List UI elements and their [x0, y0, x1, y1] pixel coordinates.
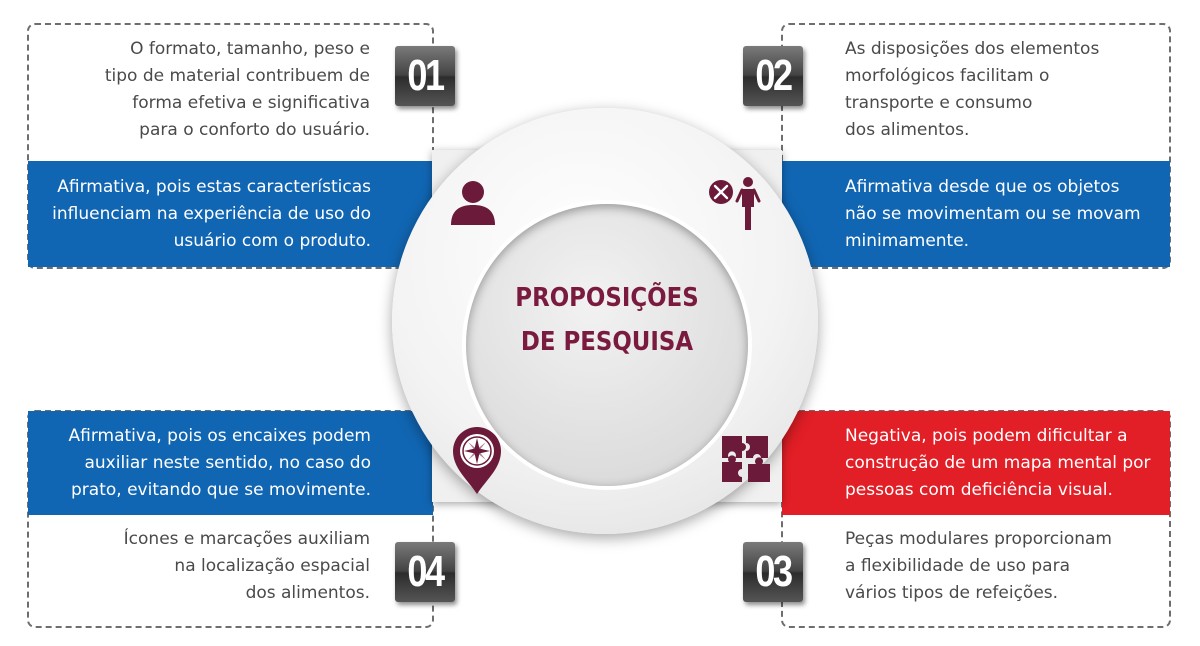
number-01: 01: [407, 51, 445, 100]
answer-01-line: influenciam na experiência de uso do: [52, 204, 371, 224]
center-title-line: DE PESQUISA: [520, 327, 694, 357]
center-title-line: PROPOSIÇÕES: [515, 283, 699, 313]
answer-01-line: Afirmativa, pois estas características: [57, 177, 371, 197]
proposition-01-line: para o conforto do usuário.: [139, 120, 370, 140]
proposition-02: As disposições dos elementos morfológico…: [845, 36, 1155, 144]
number-tile-bg: [395, 46, 455, 106]
answer-04-line: prato, evitando que se movimente.: [71, 480, 371, 500]
utensils-person-icon: [709, 177, 761, 230]
proposition-02-line: transporte e consumo: [845, 93, 1033, 113]
number-tile-04: 04: [395, 542, 455, 602]
number-tile-01: 01: [395, 46, 455, 106]
number-04: 04: [407, 547, 445, 596]
number-02: 02: [755, 51, 793, 100]
user-icon: [451, 181, 495, 225]
answer-02-line: Afirmativa desde que os objetos: [845, 177, 1120, 197]
answer-04-line: Afirmativa, pois os encaixes podem: [68, 426, 372, 446]
number-tile-bg: [395, 542, 455, 602]
proposition-01: O formato, tamanho, peso e tipo de mater…: [40, 36, 370, 144]
number-tile-bg: [743, 46, 803, 106]
answer-03-line: Negativa, pois podem dificultar a: [845, 426, 1128, 446]
proposition-03-line: vários tipos de refeições.: [845, 583, 1059, 603]
answer-03-line: construção de um mapa mental por: [845, 453, 1151, 473]
answer-band-01: Afirmativa, pois estas características i…: [28, 161, 433, 267]
proposition-01-line: O formato, tamanho, peso e: [130, 39, 370, 59]
proposition-04-line: na localização espacial: [174, 556, 370, 576]
answer-03-line: pessoas com deficiência visual.: [845, 480, 1113, 500]
proposition-04-line: Ícones e marcações auxiliam: [123, 529, 370, 549]
proposition-03: Peças modulares proporcionam a flexibili…: [845, 526, 1155, 607]
answer-04-line: auxiliar neste sentido, no caso do: [84, 453, 371, 473]
panel-01: [27, 23, 434, 269]
proposition-04-line: dos alimentos.: [245, 583, 370, 603]
answer-02-line: minimamente.: [845, 231, 970, 251]
proposition-04: Ícones e marcações auxiliam na localizaç…: [40, 526, 370, 607]
proposition-02-line: As disposições dos elementos: [845, 39, 1100, 59]
number-03: 03: [755, 547, 793, 596]
panel-02: [781, 23, 1171, 269]
answer-02-line: não se movimentam ou se movam: [845, 204, 1141, 224]
proposition-01-line: forma efetiva e significativa: [132, 93, 370, 113]
center-disc: [466, 204, 748, 486]
proposition-02-line: dos alimentos.: [845, 120, 970, 140]
number-tile-02: 02: [743, 46, 803, 106]
answer-band-04: Afirmativa, pois os encaixes podem auxil…: [28, 411, 433, 515]
center-title: PROPOSIÇÕES DE PESQUISA: [483, 276, 731, 364]
number-tile-bg: [743, 542, 803, 602]
proposition-03-line: a flexibilidade de uso para: [845, 556, 1071, 576]
puzzle-icon: [722, 436, 770, 482]
number-tile-03: 03: [743, 542, 803, 602]
compass-pin-icon: [453, 427, 501, 494]
answer-band-02: Afirmativa desde que os objetos não se m…: [782, 161, 1170, 267]
answer-band-03: Negativa, pois podem dificultar a constr…: [782, 411, 1170, 515]
proposition-03-line: Peças modulares proporcionam: [845, 529, 1112, 549]
proposition-02-line: morfológicos facilitam o: [845, 66, 1050, 86]
answer-01-line: usuário com o produto.: [173, 231, 371, 251]
proposition-01-line: tipo de material contribuem de: [104, 66, 370, 86]
